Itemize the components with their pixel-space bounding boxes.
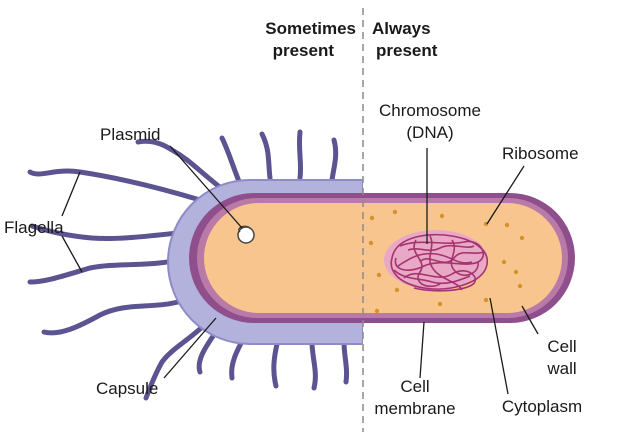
label-cell-wall-line1: Cell [547,337,576,356]
ribosome [517,283,523,289]
flagellum [271,337,281,389]
ribosome [483,297,489,303]
ribosome [437,301,443,307]
flagellum [329,137,339,183]
ribosome [519,235,525,241]
flagellum [27,255,189,285]
ribosome [376,272,382,278]
label-plasmid: Plasmid [100,125,160,144]
ribosome [392,209,398,215]
header-always-line1: Always [372,19,431,38]
label-ribosome: Ribosome [502,144,579,163]
flagellum [143,315,215,401]
ribosome [394,287,400,293]
ribosome [368,240,374,246]
flagellum [219,135,243,187]
flagellum [296,129,304,181]
ribosomes [368,209,525,314]
flagellum [41,293,199,336]
leader-lines [61,145,539,395]
flagellum [135,138,229,195]
label-chromosome-line1: Chromosome [379,101,481,120]
label-flagella: Flagella [4,218,64,237]
flagellum [309,339,318,391]
header-sometimes-line1: Sometimes [265,19,356,38]
ribosome [501,259,507,265]
cytoplasm [204,203,562,313]
label-cell-membrane-line1: Cell [400,377,429,396]
ribosome [374,308,380,314]
flagellum [341,339,350,385]
label-chromosome-line2: (DNA) [406,123,453,142]
label-cell-membrane-line2: membrane [374,399,455,418]
flagellum [259,131,273,181]
ribosome [513,269,519,275]
ribosome [369,215,375,221]
label-cell-wall-line2: wall [546,359,576,378]
label-cytoplasm: Cytoplasm [502,397,582,416]
ribosome [439,213,445,219]
header-sometimes-line2: present [273,41,335,60]
label-capsule: Capsule [96,379,158,398]
ribosome [504,222,510,228]
plasmid [237,225,255,244]
flagellum [27,168,203,203]
header-always-line2: present [376,41,438,60]
flagellum [29,223,189,242]
